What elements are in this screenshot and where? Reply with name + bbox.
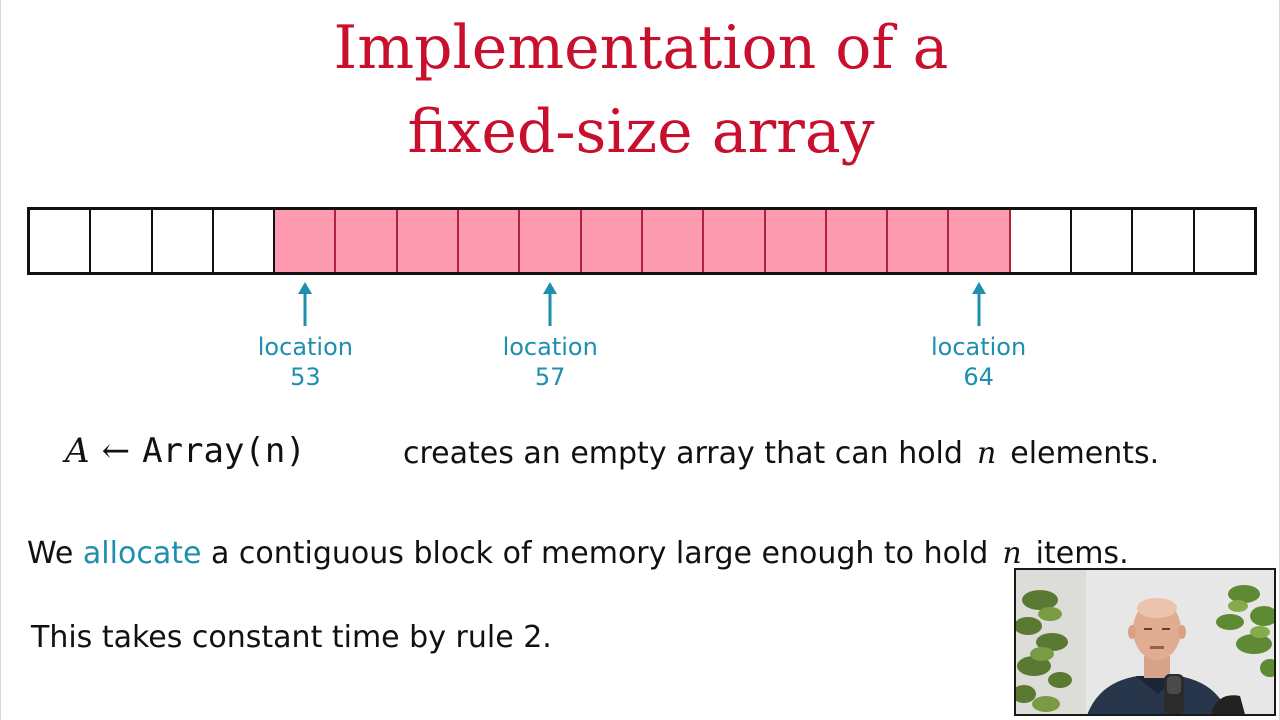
array-cell	[581, 210, 643, 272]
up-arrow-icon	[298, 282, 313, 326]
pointer-value: 64	[963, 363, 994, 391]
array-cell	[336, 210, 398, 272]
array-cell	[949, 210, 1011, 272]
up-arrow-icon	[971, 282, 986, 326]
description-variable: n	[976, 436, 997, 471]
up-arrow-icon	[543, 282, 558, 326]
slide-title-line-2: fixed-size array	[407, 97, 875, 167]
allocation-sentence: We allocate a contiguous block of memory…	[27, 532, 1129, 576]
array-cell	[704, 210, 766, 272]
array-diagram	[27, 207, 1257, 275]
array-cell	[152, 210, 214, 272]
pointer-value: 57	[534, 363, 566, 391]
allocate-keyword: allocate	[82, 536, 202, 571]
array-formula: A ← Array(n)	[65, 426, 306, 476]
sentence-end: items.	[1035, 536, 1129, 571]
array-cell	[642, 210, 705, 272]
array-cell	[1133, 210, 1195, 272]
sentence-middle: a contiguous block of memory large enoug…	[210, 536, 989, 571]
array-cell	[30, 210, 92, 272]
formula-call: Array(n)	[142, 431, 306, 471]
array-cell	[520, 210, 582, 272]
sentence-start: We	[27, 536, 74, 571]
description-text-after: elements.	[1010, 436, 1160, 471]
array-cell	[826, 210, 889, 272]
array-cell	[91, 210, 153, 272]
formula-variable: A	[65, 431, 90, 471]
array-cell	[1072, 210, 1134, 272]
constant-time-sentence: This takes constant time by rule 2.	[31, 620, 552, 655]
array-cell	[459, 210, 521, 272]
array-cell	[1194, 210, 1254, 272]
assign-arrow-icon: ←	[101, 431, 131, 471]
array-cell	[765, 210, 827, 272]
pointer-value: 53	[290, 363, 321, 391]
array-cell	[275, 210, 337, 272]
presenter-webcam	[1014, 568, 1276, 716]
array-cell	[1010, 210, 1073, 272]
pointer-label: location	[257, 333, 353, 361]
slide-title-line-1: Implementation of a	[333, 13, 949, 83]
pointer-label: location	[930, 333, 1027, 361]
array-cell	[213, 210, 276, 272]
pointer-label: location	[502, 333, 598, 361]
sentence-variable: n	[1002, 536, 1022, 571]
array-cell	[888, 210, 950, 272]
description-text-before: creates an empty array that can hold	[403, 436, 963, 471]
array-cell	[397, 210, 460, 272]
